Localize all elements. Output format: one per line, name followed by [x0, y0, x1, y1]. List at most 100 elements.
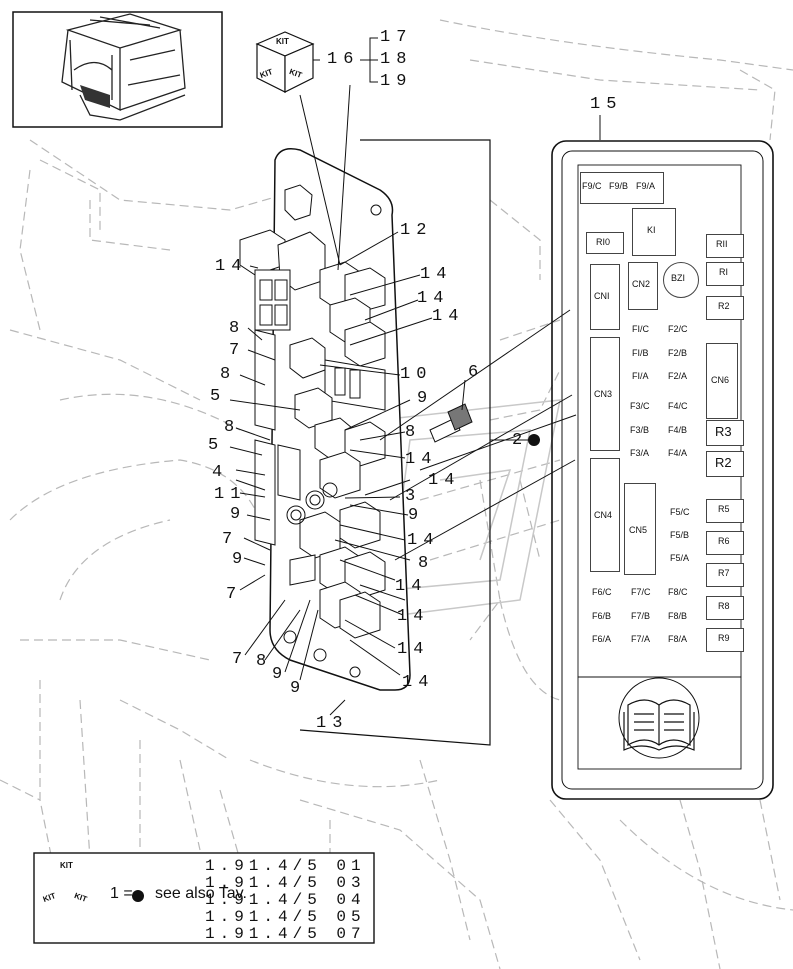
fuse-f1b: FI/B — [632, 348, 649, 358]
fuse-f6c: F6/C — [592, 587, 612, 597]
connector-cn2-box — [628, 262, 658, 310]
relay-r1-box — [706, 262, 744, 286]
fuse-f7a: F7/A — [631, 634, 651, 644]
legend-ref-1: 1.91.4/5 01 — [205, 857, 366, 875]
relay-r5: R5 — [718, 504, 730, 514]
callout-14h: 14 — [395, 577, 428, 596]
legend-ref-4: 1.91.4/5 05 — [205, 908, 366, 926]
relay-r11-box — [706, 234, 744, 258]
callout-8c: 8 — [224, 418, 241, 437]
relay-r2a: R2 — [718, 301, 730, 311]
kit-top-label-legend: KIT — [60, 861, 73, 870]
relay-r6-box — [706, 531, 744, 555]
relay-r10-box — [586, 232, 624, 254]
fuse-board — [239, 148, 411, 691]
callout-13: 13 — [316, 714, 349, 733]
connector-cn5-box — [624, 483, 656, 575]
relay-r10: RI0 — [596, 237, 611, 247]
callout-14f: 14 — [428, 471, 461, 490]
relay-r9-box — [706, 628, 744, 652]
connector-cn3: CN3 — [594, 389, 613, 399]
fuse-f7c: F7/C — [631, 587, 651, 597]
fuse-f8c: F8/C — [668, 587, 688, 597]
legend-equals: 1 = — [110, 885, 133, 902]
callout-12: 12 — [400, 221, 433, 240]
callout-16: 16 — [327, 50, 360, 69]
fuse-f9c: F9/C — [582, 181, 602, 191]
fuse-f6b: F6/B — [592, 611, 612, 621]
relay-r11: RII — [716, 239, 728, 249]
fuse-f1a: FI/A — [632, 371, 649, 381]
callout-14a: 14 — [215, 257, 248, 276]
buzzer-bzi-box — [663, 262, 699, 298]
callout-8a: 8 — [229, 319, 246, 338]
callout-7d: 7 — [232, 650, 249, 669]
callout-7c: 7 — [226, 585, 243, 604]
callout-9b: 9 — [230, 505, 247, 524]
legend-ref-3: 1.91.4/5 04 — [205, 891, 366, 909]
fuse-f5a: F5/A — [670, 553, 690, 563]
callout-7b: 7 — [222, 530, 239, 549]
callout-6: 6 — [468, 363, 485, 382]
fuse-f6a: F6/A — [592, 634, 612, 644]
fuse-group-f9 — [580, 172, 664, 204]
callout-14d: 14 — [432, 307, 465, 326]
callout-18: 18 — [380, 50, 413, 69]
fuse-f1c: FI/C — [632, 324, 649, 334]
callout-14e: 14 — [405, 450, 438, 469]
callout-8e: 8 — [418, 554, 435, 573]
callout-9d: 9 — [232, 550, 249, 569]
callout-11: 11 — [214, 485, 247, 504]
fuse-f2a: F2/A — [668, 371, 688, 381]
buzzer-bzi: BZI — [671, 273, 686, 283]
fuse-f9a: F9/A — [636, 181, 656, 191]
callout-4a: 4 — [212, 463, 229, 482]
callout-14j: 14 — [397, 640, 430, 659]
fuse-f9b: F9/B — [609, 181, 629, 191]
callout-2: 2 — [512, 431, 529, 450]
relay-r7: R7 — [718, 568, 730, 578]
connector-cn4: CN4 — [594, 510, 613, 520]
callout-9c: 9 — [408, 506, 425, 525]
callout-8d: 8 — [405, 423, 422, 442]
callout-14c: 14 — [417, 289, 450, 308]
fuse-f8b: F8/B — [668, 611, 688, 621]
callout-14b: 14 — [420, 265, 453, 284]
legend-ref-5: 1.91.4/5 07 — [205, 925, 366, 943]
relay-r6: R6 — [718, 536, 730, 546]
relay-r2b-box — [706, 451, 744, 477]
legend-ref-2: 1.91.4/5 03 — [205, 874, 366, 892]
callout-10: 10 — [400, 365, 433, 384]
relay-r9: R9 — [718, 633, 730, 643]
fuse-f8a: F8/A — [668, 634, 688, 644]
relay-r2b: R2 — [715, 455, 732, 470]
fuse-f5b: F5/B — [670, 530, 690, 540]
relay-r5-box — [706, 499, 744, 523]
book-icon — [623, 699, 695, 751]
callout-14i: 14 — [397, 607, 430, 626]
legend-dot — [132, 890, 144, 902]
callout-19: 19 — [380, 72, 413, 91]
relay-r2a-box — [706, 296, 744, 320]
connector-cn1-box — [590, 264, 620, 330]
connector-cn2: CN2 — [632, 279, 651, 289]
relay-r3-box — [706, 420, 744, 446]
relay-ki-box — [632, 208, 676, 256]
kit-cube-top — [255, 31, 315, 93]
callout-5a: 5 — [210, 387, 227, 406]
fuse-f7b: F7/B — [631, 611, 651, 621]
fuse-f2c: F2/C — [668, 324, 688, 334]
callout-17: 17 — [380, 28, 413, 47]
legend-box — [33, 852, 375, 944]
fuse-f5c: F5/C — [670, 507, 690, 517]
relay-r7-box — [706, 563, 744, 587]
relay-r3: R3 — [715, 424, 732, 439]
relay-r8-box — [706, 596, 744, 620]
callout-7a: 7 — [229, 341, 246, 360]
fuse-part-6 — [429, 403, 473, 443]
fuse-f2b: F2/B — [668, 348, 688, 358]
callout-9a: 9 — [417, 389, 434, 408]
connector-cn3-box — [590, 337, 620, 451]
